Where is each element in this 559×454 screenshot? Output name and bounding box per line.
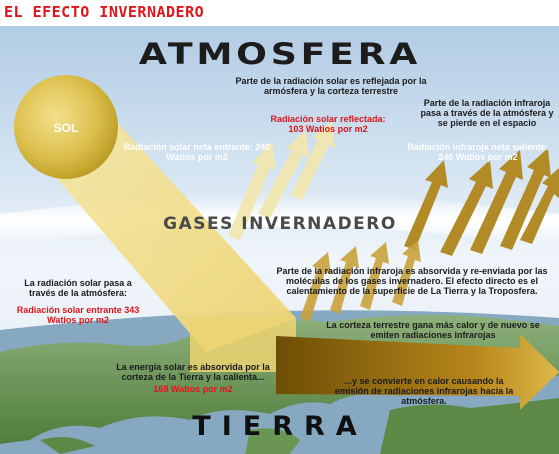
absorbed-earth-label: La energía solar es absorvida por la cor… (116, 362, 270, 383)
absorbed-ir-label: Parte de la radiación infraroja es absor… (276, 266, 548, 297)
page-title: EL EFECTO INVERNADERO (4, 3, 205, 21)
heat-emission-label: ...y se convierte en calor causando la e… (334, 376, 514, 407)
net-outgoing-label: Radiación infraroja neta saliente: 240 W… (407, 142, 549, 163)
reflected-value-label: Radiación solar reflectada: 103 Watios p… (270, 114, 386, 135)
incoming-value-label: Radiación solar entrante 343 Watios por … (16, 305, 140, 326)
atmosphere-title: ATMOSFERA (138, 37, 422, 71)
sun-label: SOL (53, 121, 79, 135)
passes-atmosphere-label: La radiación solar pasa a través de la a… (24, 278, 132, 299)
ir-escape-desc-label: Parte de la radiación infraroja pasa a t… (420, 98, 554, 129)
absorbed-earth-value-label: 168 Watios por m2 (153, 384, 233, 394)
net-incoming-label: Radiación solar neta entrante: 240 Watio… (123, 142, 271, 163)
reflected-desc-label: Parte de la radiación solar es reflejada… (235, 76, 427, 97)
earth-title: TIERRA (192, 411, 368, 442)
gases-title: GASES INVERNADERO (163, 214, 397, 234)
crust-warms-label: La corteza terrestre gana más calor y de… (326, 320, 540, 341)
